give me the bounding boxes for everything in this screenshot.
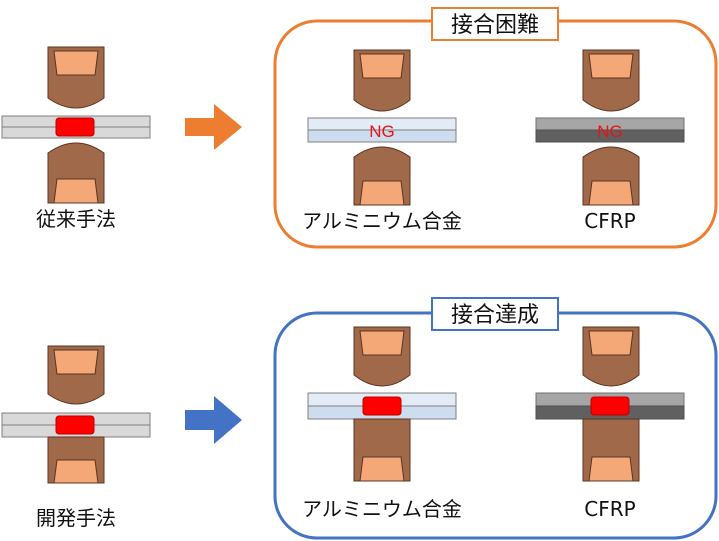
case-aluminum-ok: アルミニウム合金 bbox=[302, 326, 462, 521]
upper-electrode bbox=[353, 326, 411, 387]
case-label: アルミニウム合金 bbox=[302, 209, 462, 233]
electrode-tip-insert bbox=[53, 50, 99, 76]
upper-electrode bbox=[47, 46, 105, 109]
developed-weld-steel: 開発手法 bbox=[1, 345, 151, 530]
conventional-method-label: 従来手法 bbox=[36, 207, 116, 231]
weld-nugget bbox=[590, 396, 630, 416]
case-label: CFRP bbox=[584, 497, 635, 521]
electrode-tip-insert bbox=[359, 330, 405, 356]
status-label: 接合達成 bbox=[451, 303, 539, 328]
lower-flat-electrode bbox=[47, 436, 105, 484]
ng-label: NG bbox=[597, 122, 623, 141]
status-badge-difficult: 接合困難 bbox=[431, 7, 559, 41]
lower-electrode bbox=[582, 146, 640, 206]
lower-cfrp-sheet bbox=[535, 129, 685, 143]
electrode-tip-insert bbox=[53, 178, 99, 204]
upper-electrode bbox=[582, 326, 640, 387]
electrode-tip-insert bbox=[588, 330, 634, 356]
weld-nugget bbox=[362, 396, 402, 416]
developed-method-label: 開発手法 bbox=[36, 506, 116, 530]
electrode-tip-insert bbox=[53, 349, 99, 375]
electrode-tip-insert bbox=[359, 53, 405, 79]
status-label: 接合困難 bbox=[451, 13, 539, 38]
lower-electrode bbox=[353, 146, 411, 206]
electrode-tip-insert bbox=[588, 180, 634, 206]
arrow-right-orange bbox=[185, 104, 242, 150]
arrow-right-blue bbox=[185, 396, 242, 444]
case-cfrp-ok: CFRP bbox=[535, 326, 685, 521]
case-label: CFRP bbox=[584, 209, 635, 233]
lower-flat-electrode bbox=[353, 418, 411, 482]
conventional-weld-steel: 従来手法 bbox=[1, 46, 151, 231]
ng-label: NG bbox=[369, 122, 395, 141]
case-label: アルミニウム合金 bbox=[302, 497, 462, 521]
upper-electrode bbox=[353, 49, 411, 112]
lower-flat-electrode bbox=[582, 418, 640, 482]
electrode-tip-insert bbox=[588, 456, 634, 482]
case-aluminum-ng: NG アルミニウム合金 bbox=[302, 49, 462, 233]
lower-electrode bbox=[47, 142, 105, 204]
weld-nugget bbox=[55, 117, 95, 137]
lower-aluminum-sheet bbox=[307, 129, 457, 143]
upper-electrode bbox=[47, 345, 105, 405]
electrode-tip-insert bbox=[53, 459, 99, 484]
electrode-tip-insert bbox=[359, 180, 405, 206]
weld-nugget bbox=[55, 415, 95, 435]
electrode-tip-insert bbox=[359, 456, 405, 482]
status-badge-success: 接合達成 bbox=[431, 297, 559, 331]
electrode-tip-insert bbox=[588, 53, 634, 79]
developed-row: 開発手法 接合達成 アルミニウム合金 bbox=[1, 297, 718, 540]
case-cfrp-ng: NG CFRP bbox=[535, 49, 685, 233]
conventional-row: 従来手法 接合困難 NG アルミニウム合金 bbox=[1, 7, 718, 249]
upper-electrode bbox=[582, 49, 640, 112]
